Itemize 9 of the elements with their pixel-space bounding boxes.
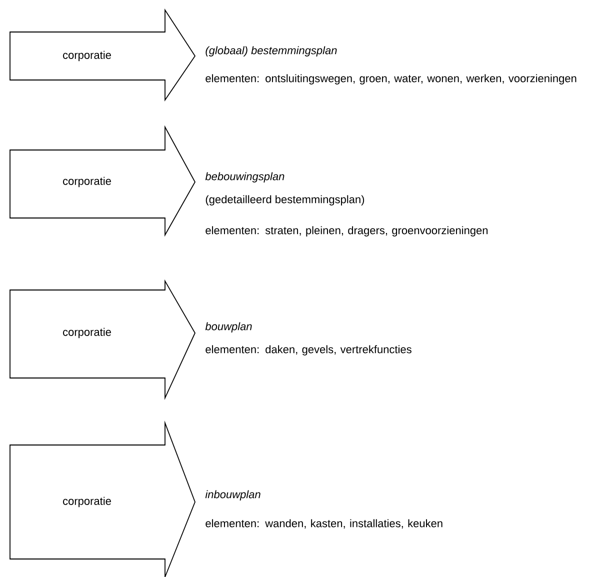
plan-title: (globaal) bestemmingsplan <box>206 46 337 56</box>
plan-subtitle: (gedetailleerd bestemmingsplan) <box>206 195 364 206</box>
element-list: elementen: wanden, kasten, installaties, keuken <box>206 519 442 529</box>
plan-title: bebouwingsplan <box>205 172 284 182</box>
plan-title: inbouwplan <box>205 490 260 500</box>
element-list: elementen: straten, pleinen, dragers, groenvoorzieningen <box>206 226 488 236</box>
plan-title: bouwplan <box>205 322 252 332</box>
element-list: elementen: daken, gevels, vertrekfuncties <box>206 345 412 356</box>
element-list: elementen: ontsluitingswegen, groen, water, wonen, werken, voorzieningen <box>206 74 576 84</box>
